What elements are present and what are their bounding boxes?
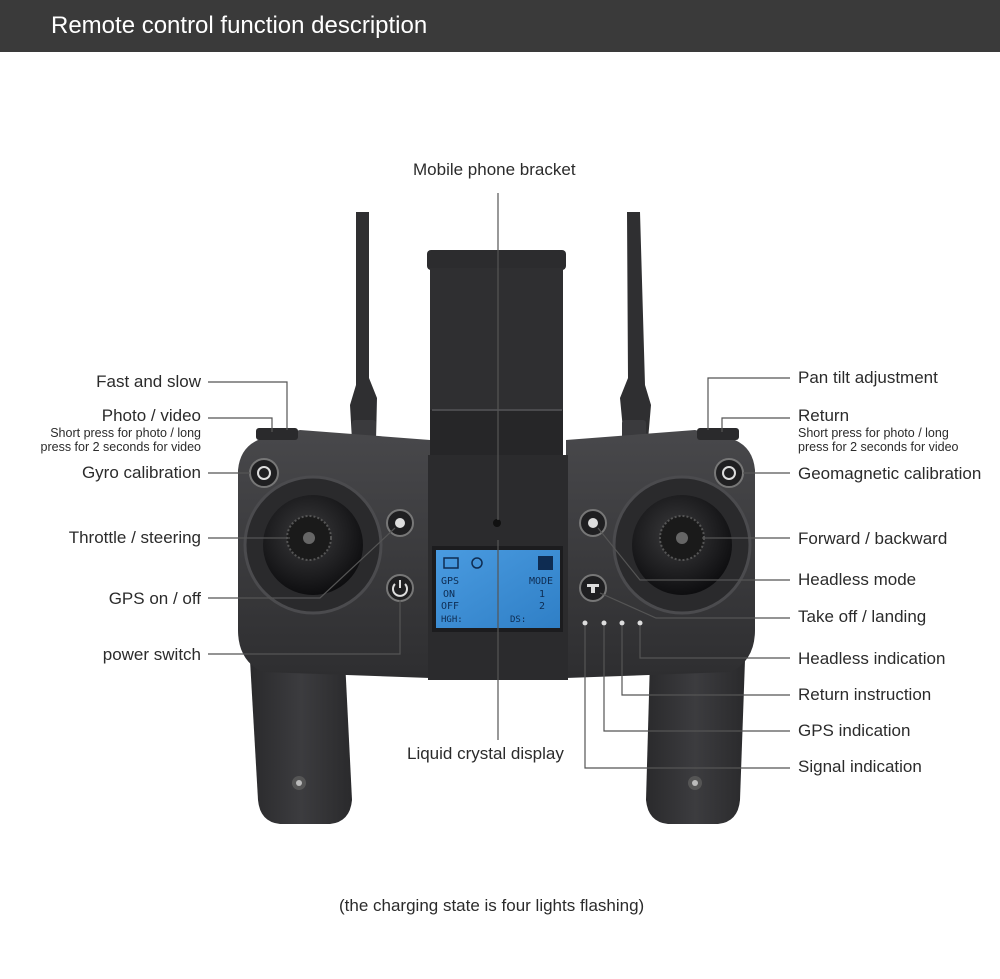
header-bar: Remote control function description [0,0,1000,52]
label-fast-and-slow: Fast and slow [96,372,201,391]
gps-indicator-led [601,620,607,626]
label-power-switch: power switch [102,645,201,664]
label-throttle-steering: Throttle / steering [68,528,201,547]
label-headless-indication: Headless indication [798,649,946,668]
label-return-instruction: Return instruction [798,685,932,704]
label-signal-indication: Signal indication [798,757,922,776]
signal-indicator-led [582,620,588,626]
lcd-battery-icon [538,556,553,570]
lcd-mode: MODE [529,576,553,587]
label-pan-tilt-adjustment: Pan tilt adjustment [798,368,938,387]
label-photo-video-note-2: press for 2 seconds for video [40,440,202,454]
lcd-mode-1: 1 [539,589,545,600]
lcd-on: ON [443,589,455,600]
label-gyro-calibration: Gyro calibration [81,463,201,482]
callout-lines [208,193,790,769]
lcd-drone-icon [471,557,483,569]
label-gps-indication: GPS indication [798,721,911,740]
label-gps-on-off: GPS on / off [108,589,201,608]
footer-note: (the charging state is four lights flash… [339,896,645,915]
headless-mode-button[interactable] [579,509,607,537]
label-headless-mode: Headless mode [798,570,917,589]
return-indicator-led [619,620,625,626]
label-take-off-landing: Take off / landing [798,607,927,626]
phone-bracket [427,250,566,458]
label-return-note-2: press for 2 seconds for video [798,440,959,454]
right-joystick[interactable] [612,475,752,615]
power-switch-button[interactable] [386,574,414,602]
label-photo-video-note-1: Short press for photo / long [50,426,201,440]
lcd-mode-2: 2 [539,601,545,612]
lcd-gps: GPS [441,576,459,587]
left-grip [250,660,352,824]
geomagnetic-calibration-button[interactable] [714,458,744,488]
left-joystick[interactable] [243,475,383,615]
lcd-ds: DS: [510,615,526,625]
label-mobile-phone-bracket: Mobile phone bracket [413,160,576,179]
take-off-landing-button[interactable] [579,574,607,602]
lcd-hgh: HGH: [441,615,463,625]
label-geomagnetic-calibration: Geomagnetic calibration [798,464,982,483]
right-grip [646,660,745,824]
page-title: Remote control function description [51,12,428,39]
label-return-note-1: Short press for photo / long [798,426,949,440]
label-return: Return [798,406,850,425]
label-liquid-crystal-display: Liquid crystal display [407,744,564,763]
label-photo-video: Photo / video [101,406,201,425]
lcd-signal-icon [443,557,459,569]
lcd-off: OFF [441,601,459,612]
left-antenna [350,212,377,440]
gyro-calibration-button[interactable] [249,458,279,488]
headless-indicator-led [637,620,643,626]
right-antenna [620,212,651,440]
label-forward-backward: Forward / backward [798,529,948,548]
